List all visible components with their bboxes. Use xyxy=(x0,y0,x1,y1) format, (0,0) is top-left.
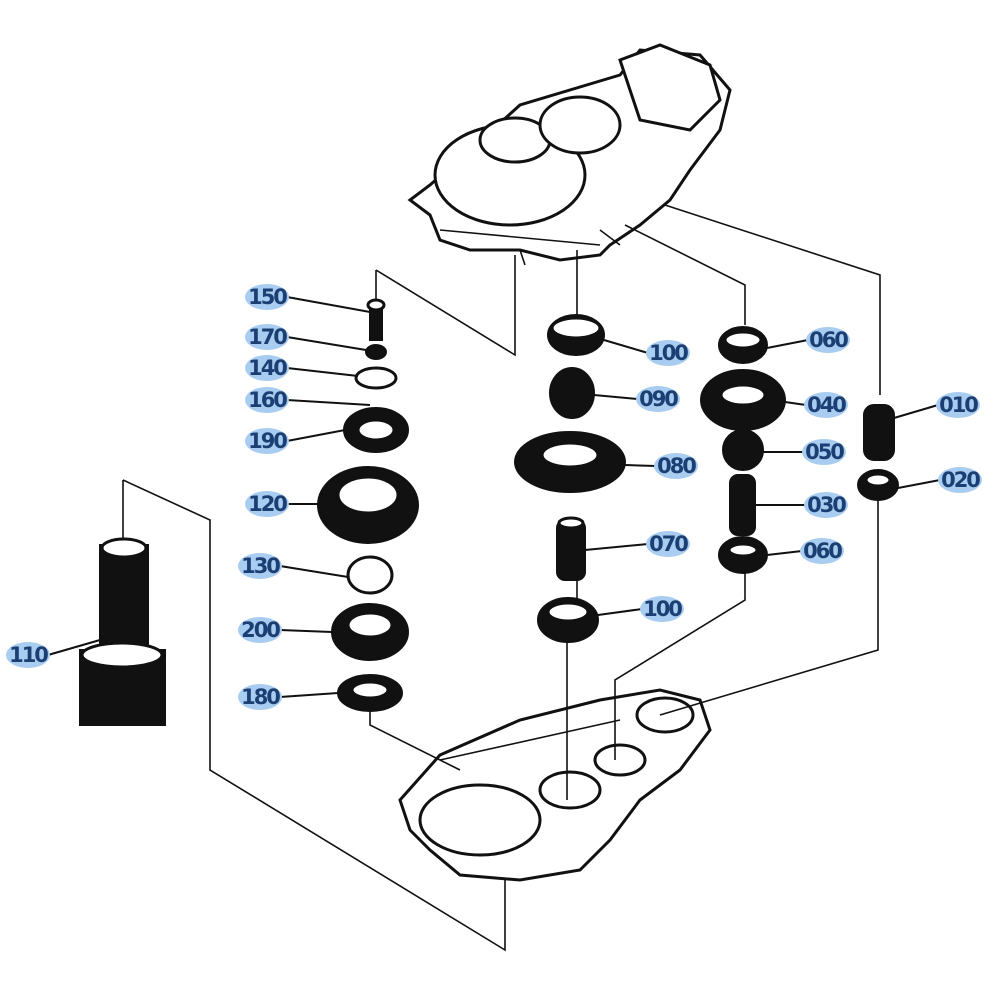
label-190[interactable]: 190 xyxy=(245,428,289,454)
right-gear-stack xyxy=(700,326,899,574)
label-090[interactable]: 090 xyxy=(636,386,680,412)
label-060-lower[interactable]: 060 xyxy=(800,538,844,564)
label-010[interactable]: 010 xyxy=(936,392,980,418)
label-150[interactable]: 150 xyxy=(245,284,289,310)
svg-text:030: 030 xyxy=(807,493,846,517)
svg-text:010: 010 xyxy=(939,393,978,417)
shaft-110 xyxy=(79,537,166,726)
label-180[interactable]: 180 xyxy=(238,684,282,710)
svg-text:200: 200 xyxy=(241,618,280,642)
svg-text:170: 170 xyxy=(248,325,287,349)
label-120[interactable]: 120 xyxy=(245,491,289,517)
svg-text:080: 080 xyxy=(657,454,696,478)
svg-text:110: 110 xyxy=(9,643,48,667)
svg-text:100: 100 xyxy=(643,597,682,621)
left-gear-stack xyxy=(317,298,419,712)
label-040[interactable]: 040 xyxy=(804,392,848,418)
assembly-lines xyxy=(122,204,881,952)
label-050[interactable]: 050 xyxy=(802,439,846,465)
svg-text:150: 150 xyxy=(248,285,287,309)
svg-text:060: 060 xyxy=(803,539,842,563)
svg-text:060: 060 xyxy=(809,328,848,352)
label-100-lower[interactable]: 100 xyxy=(640,596,684,622)
label-030[interactable]: 030 xyxy=(804,492,848,518)
label-080[interactable]: 080 xyxy=(654,453,698,479)
svg-text:090: 090 xyxy=(639,387,678,411)
svg-text:020: 020 xyxy=(941,468,980,492)
svg-text:050: 050 xyxy=(805,440,844,464)
label-060-upper[interactable]: 060 xyxy=(806,327,850,353)
label-130[interactable]: 130 xyxy=(238,553,282,579)
svg-text:190: 190 xyxy=(248,429,287,453)
svg-text:180: 180 xyxy=(241,685,280,709)
middle-gear-stack xyxy=(514,314,626,643)
svg-text:040: 040 xyxy=(807,393,846,417)
label-140[interactable]: 140 xyxy=(245,355,289,381)
label-170[interactable]: 170 xyxy=(245,324,289,350)
upper-housing xyxy=(407,43,732,266)
label-070[interactable]: 070 xyxy=(646,531,690,557)
label-020[interactable]: 020 xyxy=(938,467,982,493)
svg-text:130: 130 xyxy=(241,554,280,578)
svg-text:140: 140 xyxy=(248,356,287,380)
leader-lines xyxy=(47,296,941,698)
svg-text:120: 120 xyxy=(248,492,287,516)
label-110[interactable]: 110 xyxy=(6,642,50,668)
part-labels: 150 170 140 160 190 120 130 200 180 110 … xyxy=(6,284,982,710)
label-100-upper[interactable]: 100 xyxy=(646,340,690,366)
svg-text:100: 100 xyxy=(649,341,688,365)
lower-housing xyxy=(398,688,712,882)
label-200[interactable]: 200 xyxy=(238,617,282,643)
svg-text:160: 160 xyxy=(248,388,287,412)
svg-text:070: 070 xyxy=(649,532,688,556)
label-160[interactable]: 160 xyxy=(245,387,289,413)
